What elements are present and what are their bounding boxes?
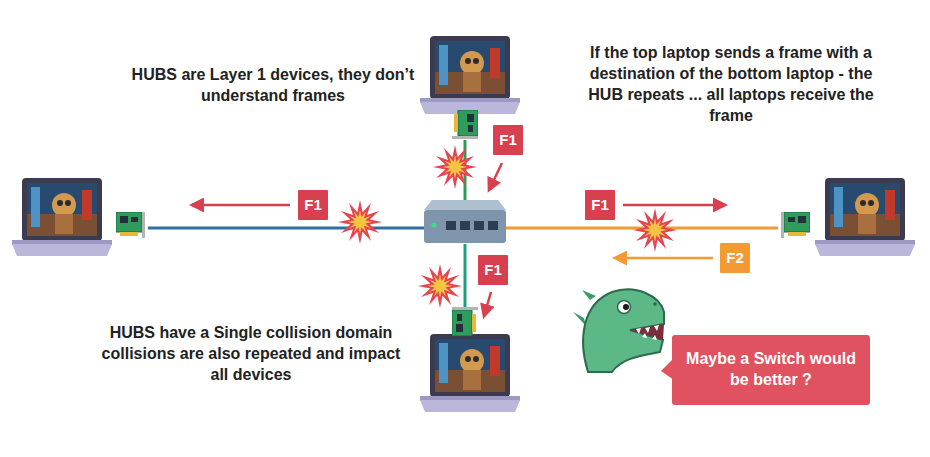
collision-top — [433, 145, 477, 189]
frame-arrow — [192, 204, 290, 207]
nic-right — [781, 212, 810, 238]
laptop-top — [420, 36, 520, 114]
dino-head — [583, 289, 664, 372]
note-text: HUBS are Layer 1 devices, they don’t und… — [128, 64, 418, 106]
collision-left — [338, 200, 382, 244]
note-text: HUBS have a Single collision domain coll… — [92, 322, 410, 385]
dino-tooth — [645, 327, 650, 333]
collision-right — [633, 208, 677, 252]
laptop-right — [815, 178, 915, 256]
box-text: F1 — [499, 130, 517, 150]
frame-tag: F1 — [298, 190, 328, 220]
laptop-bottom — [420, 334, 520, 412]
nic-left — [116, 212, 145, 238]
box-text: F2 — [726, 248, 744, 268]
dino-pupil — [623, 304, 629, 310]
laptop-left — [12, 178, 112, 256]
collision-bottom — [418, 264, 462, 308]
box-text: F1 — [304, 195, 322, 215]
dino-nostril — [653, 302, 657, 306]
nic-bottom — [452, 307, 478, 336]
hub-led — [432, 223, 437, 228]
hub-port — [488, 221, 498, 230]
hub-top — [424, 200, 506, 210]
dino-tooth — [652, 335, 657, 340]
frame-tag: F2 — [720, 243, 750, 273]
hub-port — [446, 221, 456, 230]
dino-tooth — [636, 328, 641, 334]
dino-mouth — [630, 324, 664, 340]
cable-left — [148, 227, 428, 230]
note-text: If the top laptop sends a frame with a d… — [572, 42, 890, 126]
box-text: F1 — [484, 260, 502, 280]
hub-body — [424, 210, 506, 243]
frame-tag: F1 — [478, 255, 508, 285]
frame-arrow — [615, 257, 713, 260]
dino-tooth — [654, 325, 659, 331]
speech-bubble: Maybe a Switch would be better ? — [672, 335, 870, 405]
dino-eye — [618, 301, 631, 314]
frame-arrow — [489, 163, 502, 190]
dino-tooth — [642, 333, 647, 338]
nic-top — [452, 110, 478, 139]
box-text: F1 — [591, 195, 609, 215]
cable-bottom — [464, 244, 467, 312]
frame-arrow — [484, 292, 491, 316]
hub-port — [460, 221, 470, 230]
dino-spike — [573, 312, 586, 326]
frame-tag: F1 — [585, 190, 615, 220]
box-text: Maybe a Switch would be better ? — [682, 349, 860, 391]
frame-tag: F1 — [493, 125, 523, 155]
hub-port — [474, 221, 484, 230]
dino-spike — [582, 290, 596, 300]
frame-arrow — [623, 204, 725, 207]
